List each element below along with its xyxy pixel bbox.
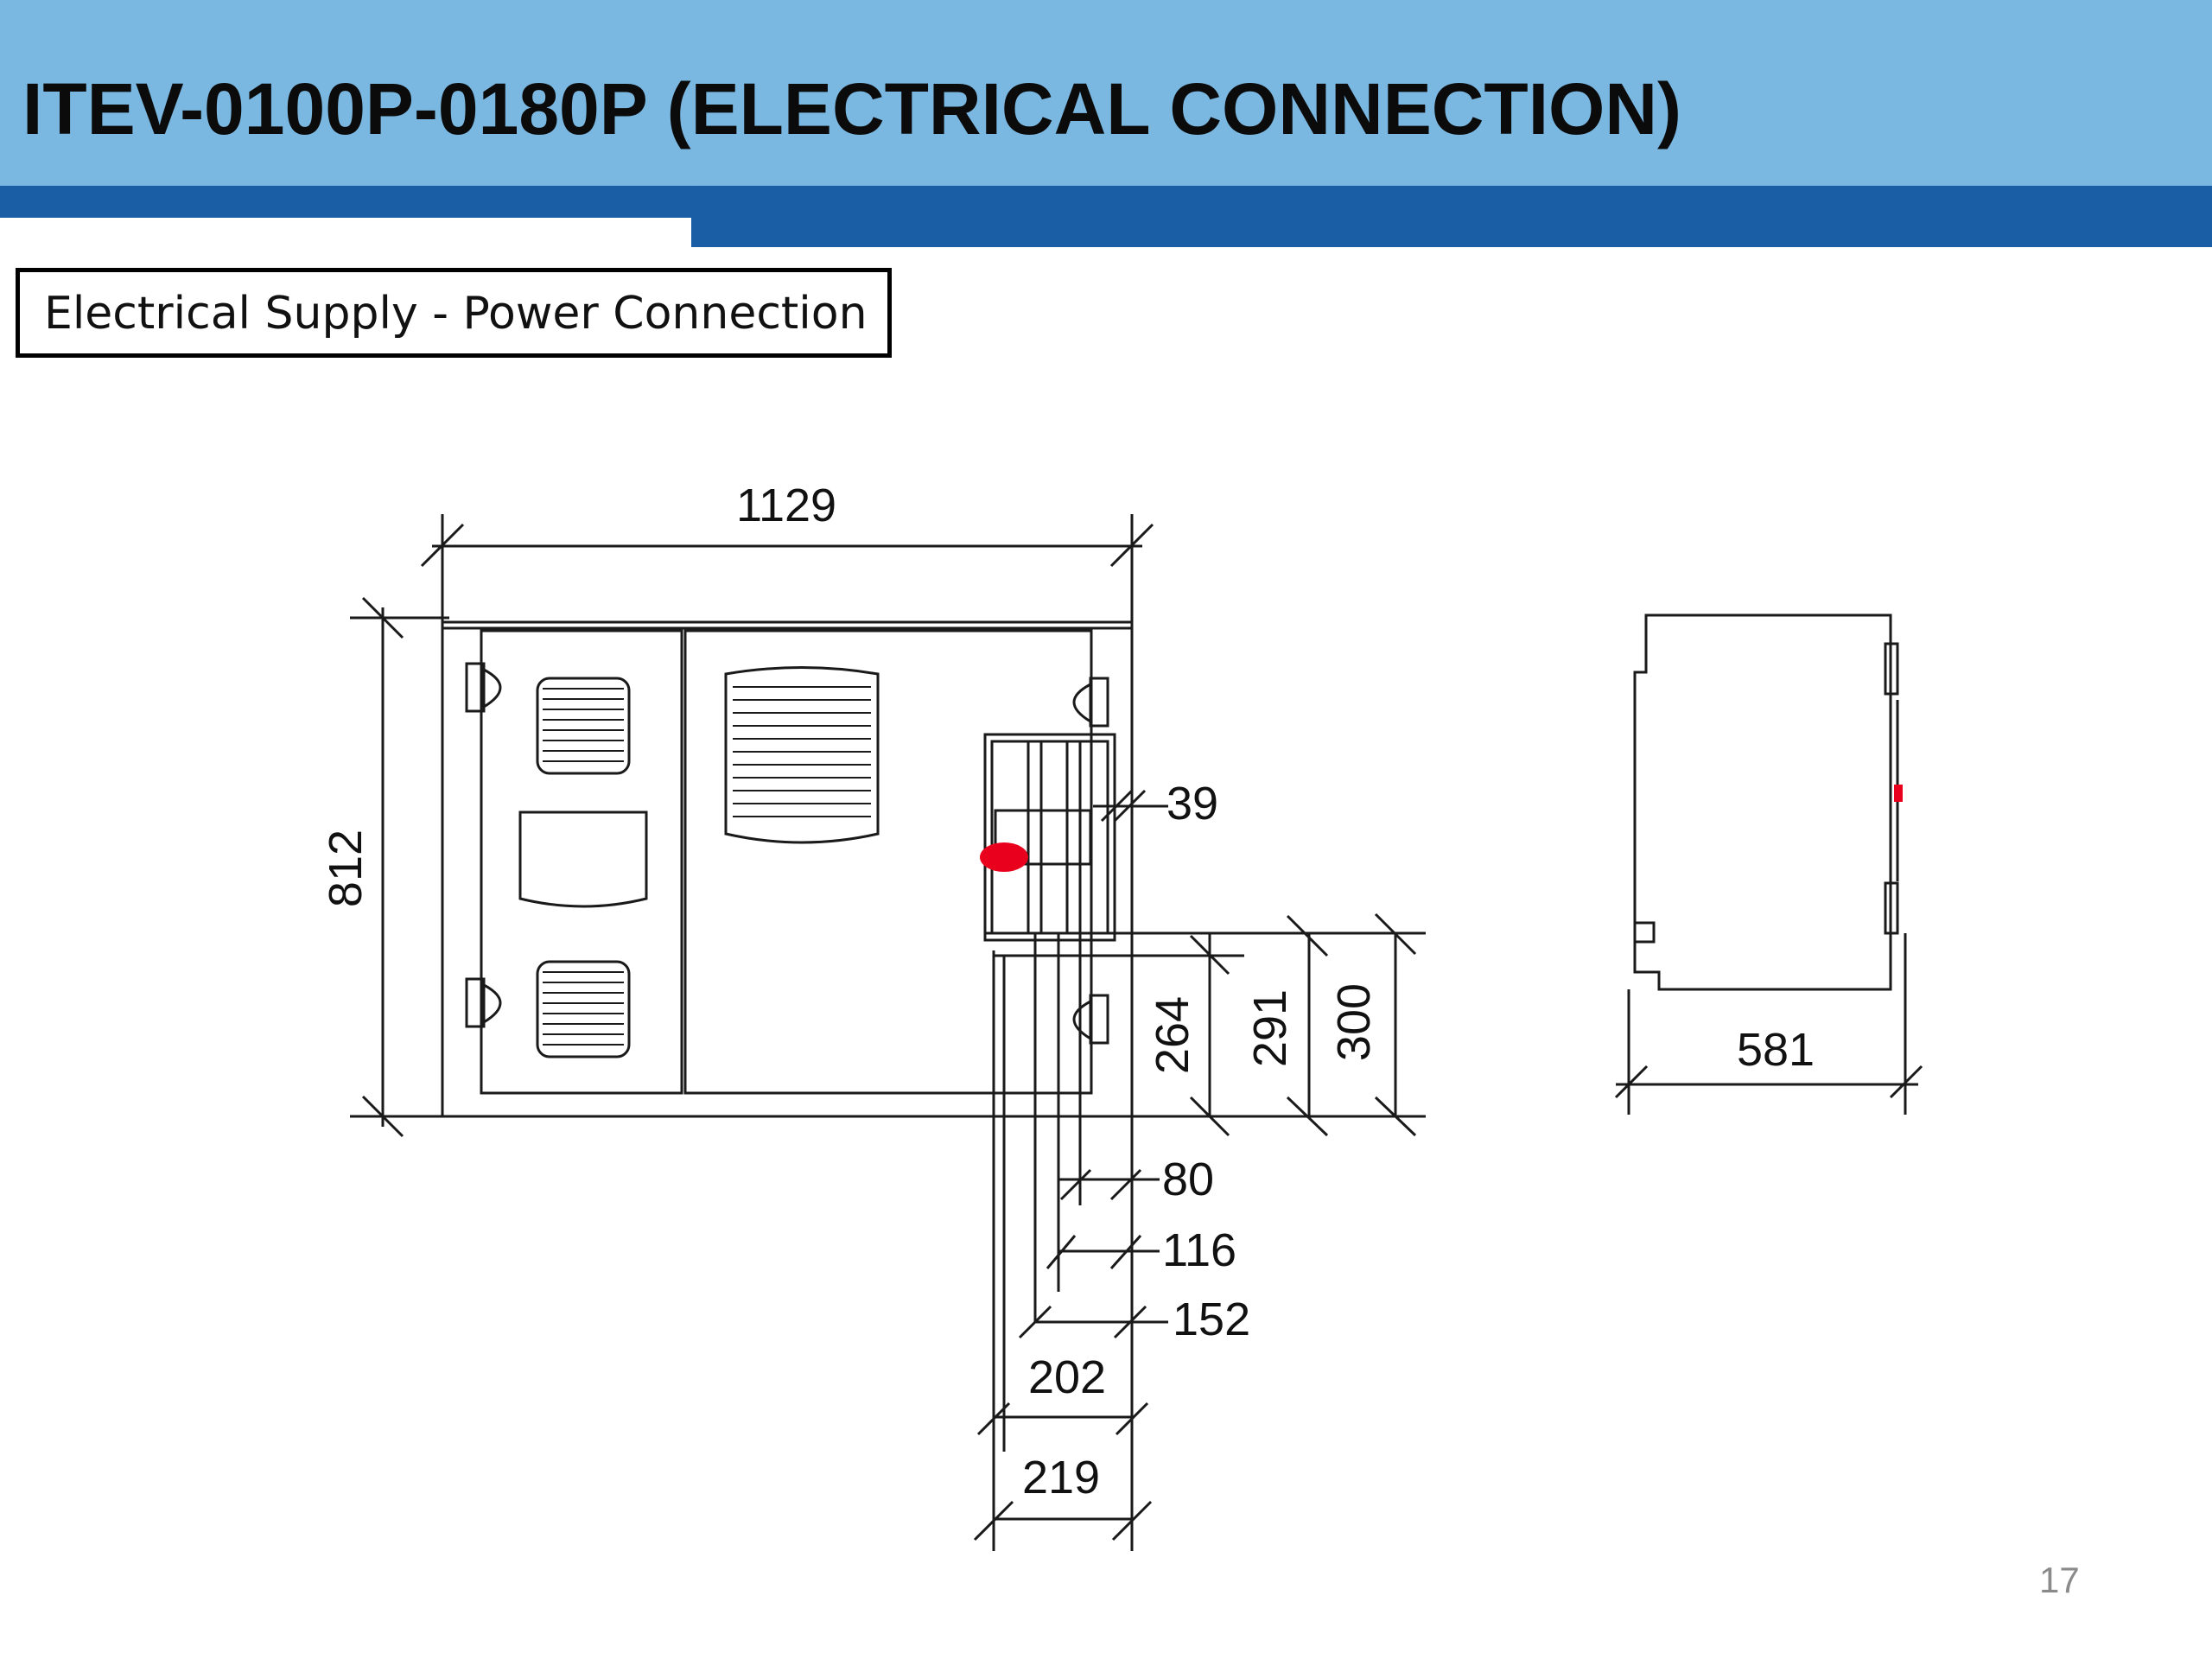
dim-116: 116 xyxy=(1162,1224,1236,1276)
dim-219: 219 xyxy=(1022,1452,1100,1503)
dim-264: 264 xyxy=(1147,996,1198,1074)
dim-291: 291 xyxy=(1244,989,1296,1067)
page-number: 17 xyxy=(2039,1560,2080,1600)
dim-depth-581: 581 xyxy=(1737,1024,1815,1076)
section-label-box: Electrical Supply - Power Connection xyxy=(16,268,892,358)
header-bar xyxy=(0,0,2212,186)
dim-width-1129: 1129 xyxy=(736,480,836,531)
dim-152: 152 xyxy=(1173,1294,1250,1345)
section-label: Electrical Supply - Power Connection xyxy=(44,288,868,340)
page-title: ITEV-0100P-0180P (ELECTRICAL CONNECTION) xyxy=(22,68,1682,149)
dim-300: 300 xyxy=(1328,983,1380,1061)
dim-202: 202 xyxy=(1028,1351,1106,1403)
dim-39: 39 xyxy=(1166,778,1218,830)
dim-80: 80 xyxy=(1162,1154,1214,1205)
dim-height-812: 812 xyxy=(320,830,372,907)
header-band xyxy=(0,186,2212,251)
